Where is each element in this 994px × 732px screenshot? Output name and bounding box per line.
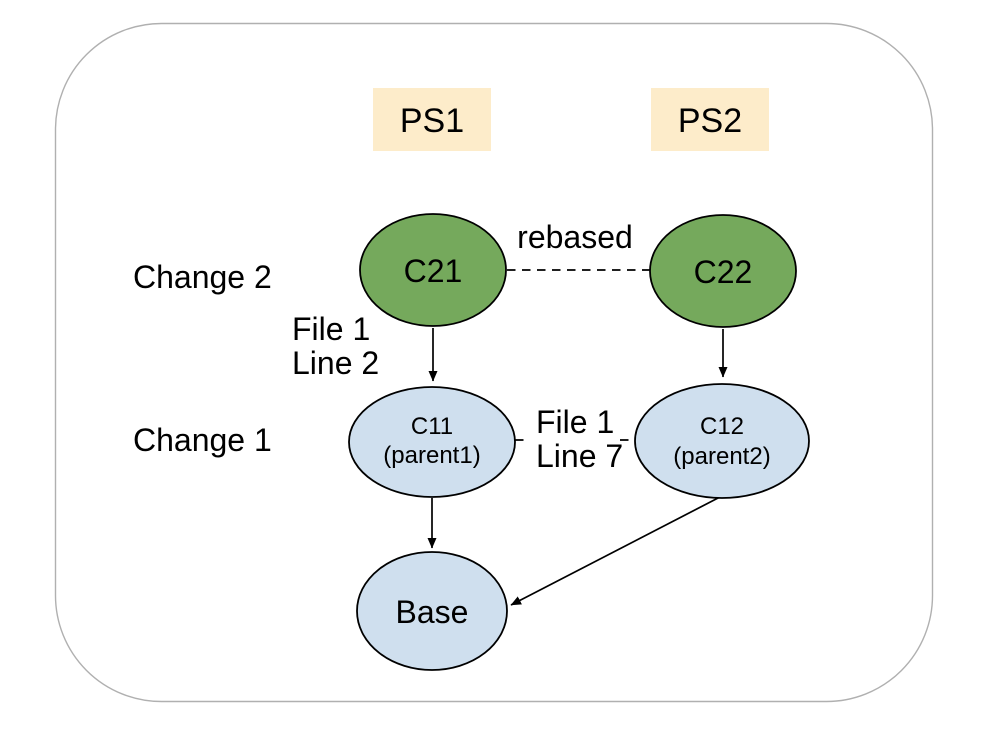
- c12-ellipse: [634, 383, 810, 499]
- c21-label: C21: [404, 253, 463, 289]
- c12-label: C12: [700, 413, 744, 440]
- edge-label-rebased: rebased: [517, 219, 633, 255]
- c11-c12-label-line1: File 1: [536, 404, 614, 440]
- c11-ellipse: [348, 386, 516, 498]
- c11-label: C11: [411, 413, 453, 440]
- node-c12: C12 (parent2): [634, 383, 810, 499]
- row-label-change-2: Change 2: [133, 259, 272, 295]
- diagram-outer-border: [54, 22, 934, 703]
- base-ellipse: [356, 551, 508, 671]
- patchset-header-ps2: PS2: [651, 88, 769, 151]
- c22-ellipse: [649, 214, 797, 328]
- row-label-change-1: Change 1: [133, 422, 272, 458]
- c22-label: C22: [694, 254, 753, 290]
- ps2-header-box: [651, 88, 769, 151]
- node-c11: C11 (parent1): [348, 386, 516, 498]
- ps1-header-label: PS1: [400, 102, 464, 140]
- c21-ellipse: [359, 213, 507, 327]
- c11-c12-label-line2: Line 7: [536, 438, 623, 474]
- base-label: Base: [396, 594, 469, 630]
- ps2-header-label: PS2: [678, 102, 742, 140]
- node-base: Base: [356, 551, 508, 671]
- c12-sublabel: (parent2): [673, 443, 770, 470]
- patchset-header-ps1: PS1: [373, 88, 491, 151]
- node-c22: C22: [649, 214, 797, 328]
- c21-c11-label-line2: Line 2: [292, 345, 379, 381]
- c21-c11-label-line1: File 1: [292, 311, 370, 347]
- edge-c12-to-base: [510, 496, 721, 606]
- ps1-header-box: [373, 88, 491, 151]
- node-c21: C21: [359, 213, 507, 327]
- c11-sublabel: (parent1): [383, 442, 480, 469]
- edge-label-c21-c11: File 1 Line 2: [292, 311, 379, 381]
- c11-c12-label-background: [528, 406, 618, 470]
- edge-label-c11-c12: File 1 Line 7: [536, 404, 623, 474]
